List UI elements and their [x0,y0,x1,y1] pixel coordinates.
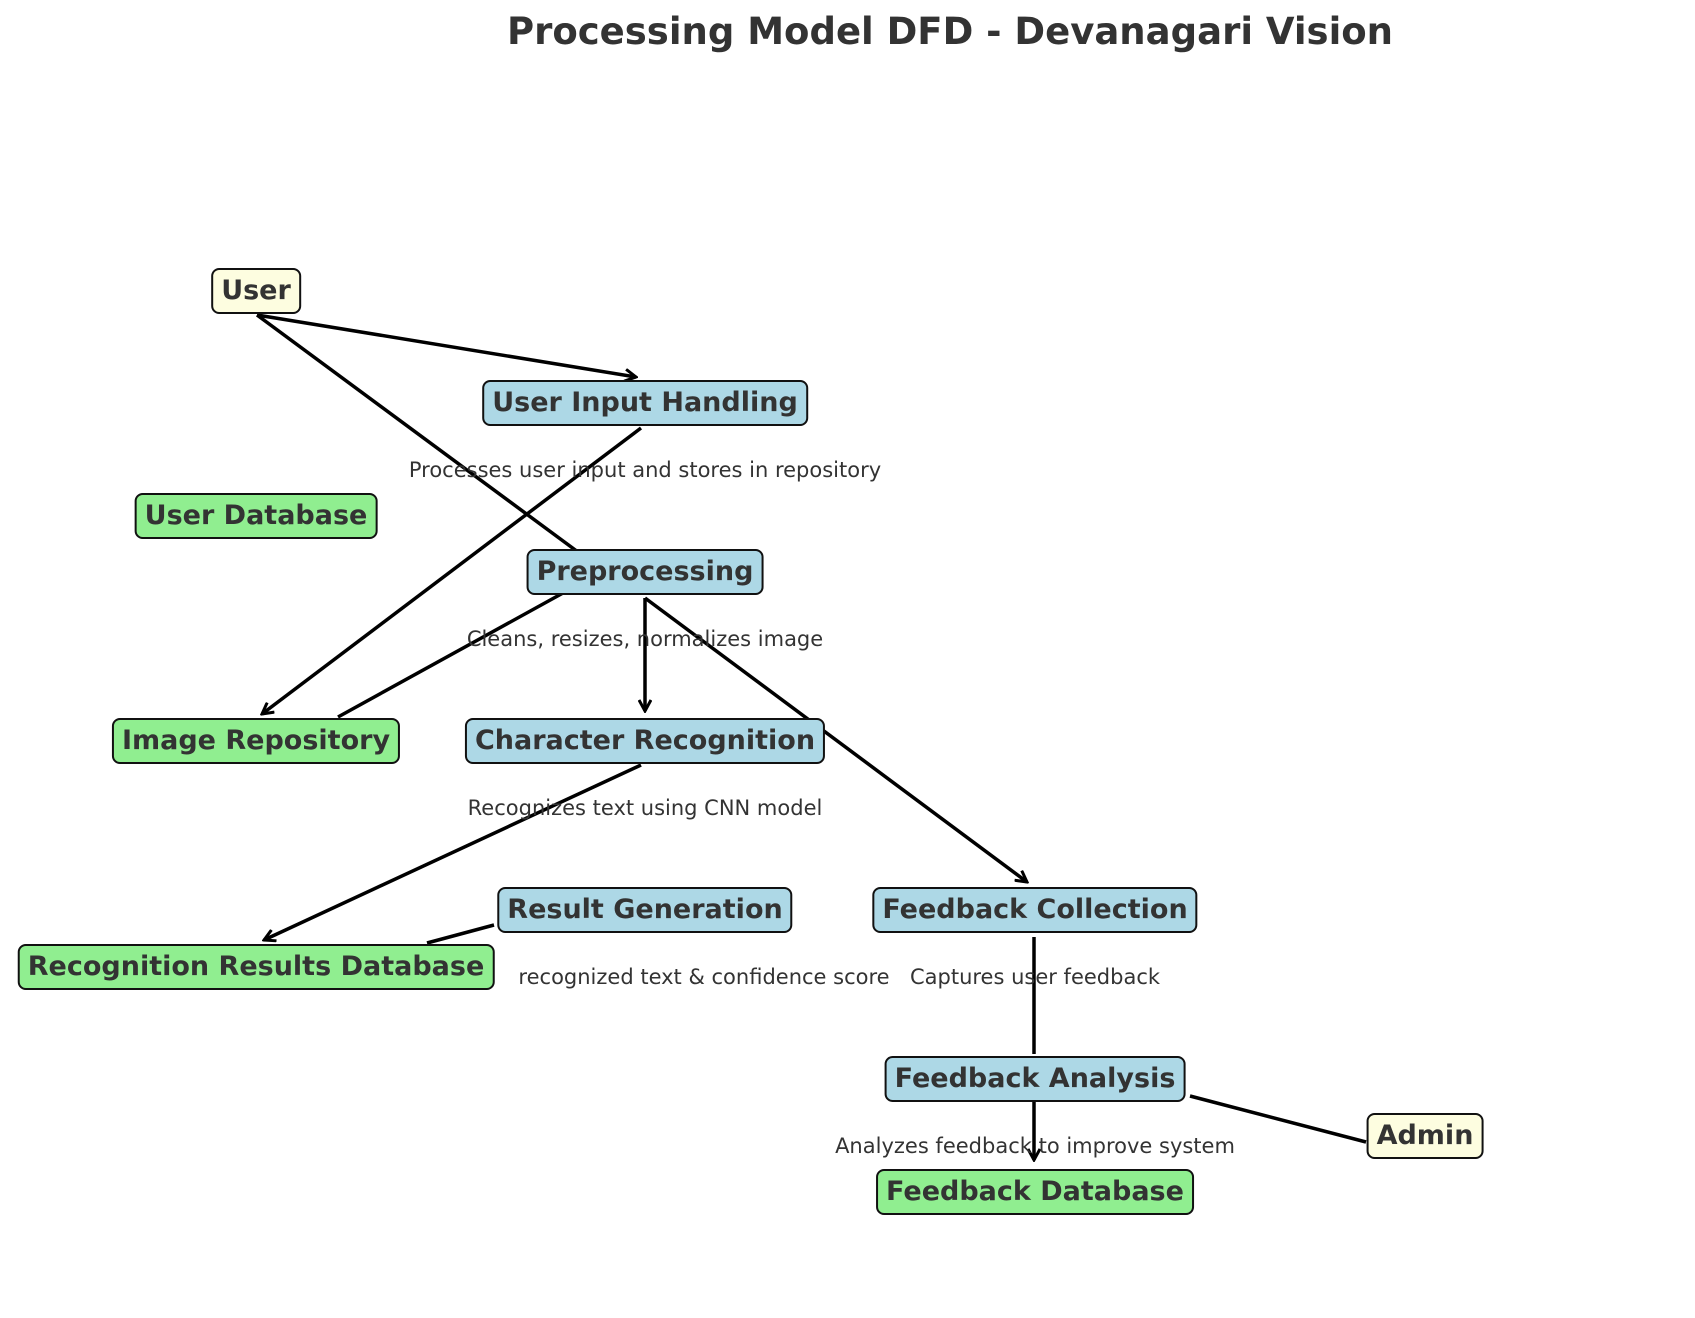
node-user-database: User Database [134,493,378,539]
desc-preprocessing: Cleans, resizes, normalizes image [466,627,824,651]
node-result-generation: Result Generation [497,887,793,933]
edge-image-repo-to-preprocessing [337,591,564,719]
node-user-input-handling: User Input Handling [482,380,808,426]
desc-result-generation: recognized text & confidence score [518,965,890,989]
node-admin: Admin [1366,1113,1484,1159]
edge-results-db-to-result-generation [426,923,495,945]
node-feedback-collection: Feedback Collection [872,887,1198,933]
edge-preprocessing-to-feedback-collection [643,596,1027,882]
edge-user-to-preprocessing [255,313,580,554]
node-recognition-results-database: Recognition Results Database [17,944,495,990]
diagram-title: Processing Model DFD - Devanagari Vision [506,10,1394,53]
desc-user-input-handling: Processes user input and stores in repos… [408,458,882,482]
edge-input-to-image-repo [262,426,643,714]
node-feedback-database: Feedback Database [876,1169,1194,1215]
desc-feedback-analysis: Analyzes feedback to improve system [835,1134,1235,1158]
desc-character-recognition: Recognizes text using CNN model [467,796,823,820]
edge-user-to-input [256,313,636,377]
node-preprocessing: Preprocessing [526,549,764,595]
edge-admin-to-analysis [1189,1094,1367,1144]
desc-feedback-collection: Captures user feedback [909,965,1161,989]
node-user: User [211,268,301,314]
node-feedback-analysis: Feedback Analysis [884,1056,1186,1102]
node-character-recognition: Character Recognition [464,718,826,764]
node-image-repository: Image Repository [111,718,401,764]
edge-recognition-to-results-db [264,763,642,940]
